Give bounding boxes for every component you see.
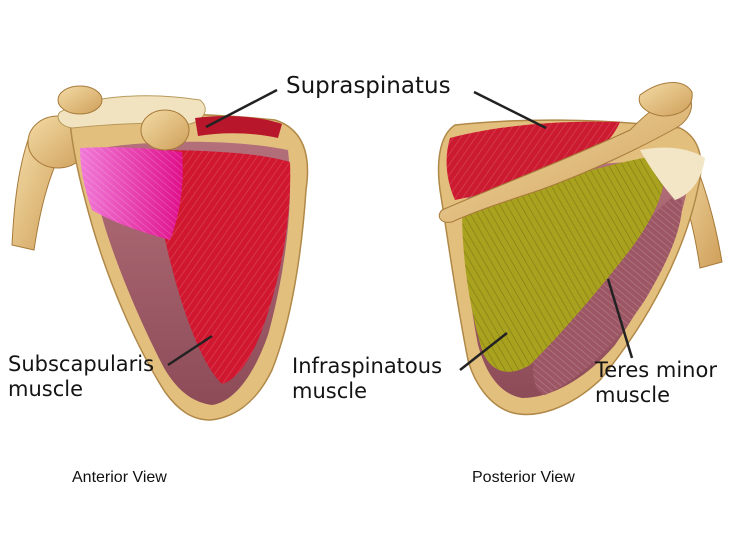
infraspinatous-label-line2: muscle (292, 379, 368, 403)
supraspinatus-label-text: Supraspinatus (286, 73, 451, 99)
teres-minor-label-line2: muscle (595, 383, 671, 407)
anterior-coracoid (140, 109, 190, 151)
infraspinatous-label-line1: Infraspinatous (292, 354, 443, 378)
teres-minor-label-line1: Teres minor (595, 358, 717, 382)
leader-infraspinatous (459, 332, 508, 371)
anterior-scapula (11, 85, 309, 421)
leader-teres-minor (606, 278, 634, 359)
supraspinatus-label: Supraspinatus (286, 74, 451, 99)
posterior-scapula (437, 82, 723, 416)
subscapularis-label: Subscapularis muscle (8, 352, 154, 402)
leader-subscapularis (167, 334, 213, 367)
posterior-view-caption: Posterior View (472, 469, 575, 486)
leader-supraspinatus-posterior (473, 90, 547, 130)
anterior-view-caption: Anterior View (72, 469, 167, 486)
leader-supraspinatus-anterior (205, 88, 278, 129)
leader-lines (167, 88, 634, 371)
teres-minor-label: Teres minor muscle (595, 358, 717, 408)
posterior-tendon (640, 147, 705, 200)
posterior-acromion (638, 82, 693, 117)
infraspinatous-label: Infraspinatous muscle (292, 354, 442, 404)
subscapularis-label-line1: Subscapularis (8, 352, 155, 376)
subscapularis-label-line2: muscle (8, 377, 84, 401)
anterior-bone-tip (57, 85, 103, 115)
posterior-scapular-spine (438, 94, 692, 223)
